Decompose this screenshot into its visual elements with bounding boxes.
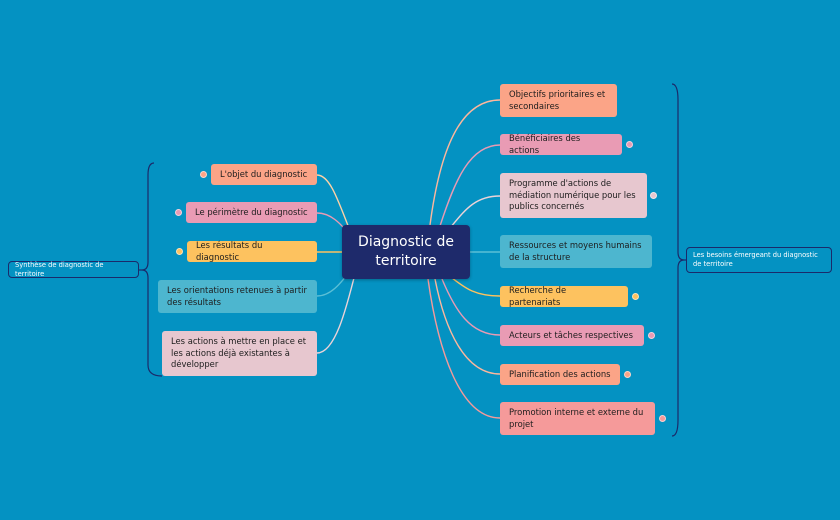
connector-right-8 (427, 278, 501, 419)
topic-perimetre-diagnostic[interactable]: Le périmètre du diagnostic (186, 202, 317, 223)
marker-icon (200, 171, 207, 178)
marker-icon (659, 415, 666, 422)
topic-label: Planification des actions (509, 368, 611, 379)
topic-label: Ressources et moyens humains de la struc… (509, 240, 642, 262)
topic-resultats-diagnostic[interactable]: Les résultats du diagnostic (187, 240, 317, 262)
topic-label: Objectifs prioritaires et secondaires (509, 89, 606, 111)
marker-icon (648, 332, 655, 339)
topic-label: Acteurs et tâches respectives (509, 329, 633, 340)
marker-icon (176, 248, 183, 255)
marker-icon (175, 209, 182, 216)
topic-label: Les orientations retenues à partir des r… (167, 285, 307, 307)
topic-planification-actions[interactable]: Planification des actions (500, 364, 620, 385)
connector-right-1 (429, 99, 501, 226)
connector-right-6 (441, 278, 501, 336)
topic-acteurs-taches[interactable]: Acteurs et tâches respectives (500, 325, 644, 346)
marker-icon (632, 293, 639, 300)
right-summary-label[interactable]: Les besoins émergeant du diagnostic de t… (686, 247, 832, 273)
topic-label: Le périmètre du diagnostic (195, 206, 308, 217)
left-summary-label[interactable]: Synthèse de diagnostic de territoire (8, 261, 139, 278)
topic-label: L'objet du diagnostic (220, 168, 308, 179)
topic-promotion-projet[interactable]: Promotion interne et externe du projet (500, 402, 655, 435)
connector-right-2 (439, 144, 501, 227)
topic-label: Recherche de partenariats (509, 285, 567, 307)
topic-actions-a-mettre-en-place[interactable]: Les actions à mettre en place et les act… (162, 331, 317, 376)
topic-programme-actions[interactable]: Programme d'actions de médiation numériq… (500, 173, 647, 218)
marker-icon (650, 192, 657, 199)
connector-right-7 (434, 278, 501, 375)
topic-ressources-moyens[interactable]: Ressources et moyens humains de la struc… (500, 235, 652, 268)
topic-label: Bénéficiaires des actions (509, 133, 581, 155)
central-topic-title: Diagnostic de territoire (358, 234, 454, 269)
connector-left-5 (316, 269, 357, 354)
topic-objet-diagnostic[interactable]: L'objet du diagnostic (211, 164, 317, 185)
connector-right-5 (451, 277, 501, 297)
topic-objectifs-prioritaires[interactable]: Objectifs prioritaires et secondaires (500, 84, 617, 117)
topic-label: Les résultats du diagnostic (196, 240, 263, 262)
left-summary-text: Synthèse de diagnostic de territoire (15, 260, 104, 278)
marker-icon (626, 141, 633, 148)
topic-beneficiaires-actions[interactable]: Bénéficiaires des actions (500, 133, 622, 155)
topic-label: Les actions à mettre en place et les act… (171, 336, 307, 370)
topic-recherche-partenariats[interactable]: Recherche de partenariats (500, 285, 628, 307)
central-topic[interactable]: Diagnostic de territoire (342, 225, 470, 279)
right-bracket (671, 83, 685, 437)
topic-label: Programme d'actions de médiation numériq… (509, 178, 636, 212)
left-bracket (141, 162, 163, 377)
connector-right-3 (449, 195, 501, 229)
topic-orientations-retenues[interactable]: Les orientations retenues à partir des r… (158, 280, 317, 313)
marker-icon (624, 371, 631, 378)
right-summary-text: Les besoins émergeant du diagnostic de t… (693, 251, 818, 268)
topic-label: Promotion interne et externe du projet (509, 407, 644, 429)
